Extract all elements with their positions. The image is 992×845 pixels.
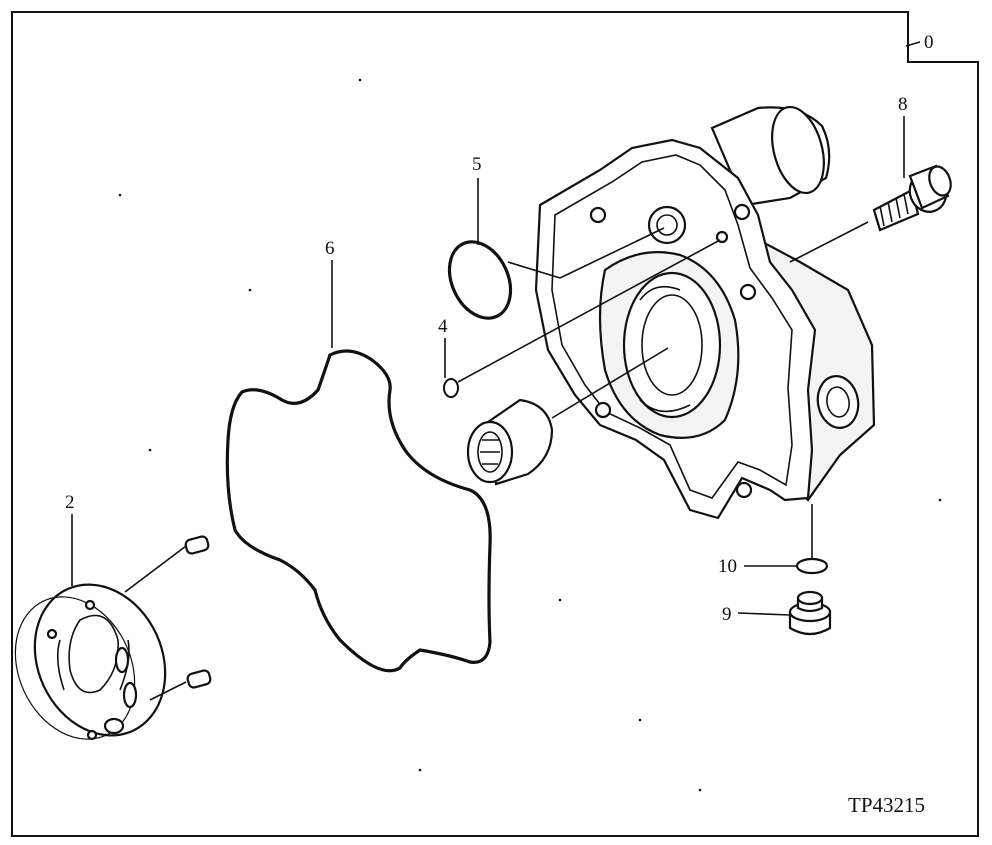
callout-9: 9 bbox=[722, 604, 732, 625]
callout-0: 0 bbox=[924, 32, 934, 53]
scan-specks bbox=[118, 78, 942, 792]
callout-5: 5 bbox=[472, 154, 482, 175]
dowel-pin-lower bbox=[186, 669, 212, 689]
callout-10: 10 bbox=[718, 556, 737, 577]
bolt-part bbox=[872, 164, 952, 232]
plug-part bbox=[788, 590, 832, 636]
gasket-part bbox=[225, 349, 492, 673]
bushing-part bbox=[466, 398, 554, 486]
small-o-ring-part bbox=[443, 378, 459, 398]
reference-code: TP43215 bbox=[848, 793, 925, 817]
valve-plate-part bbox=[14, 583, 167, 741]
pump-housing bbox=[534, 105, 876, 520]
diagram-frame bbox=[11, 11, 979, 837]
dowel-pin-upper bbox=[184, 535, 210, 555]
o-ring-part bbox=[447, 240, 513, 320]
callout-2: 2 bbox=[65, 492, 75, 513]
callout-4: 4 bbox=[438, 316, 448, 337]
leader-lines bbox=[71, 41, 921, 701]
callout-6: 6 bbox=[325, 238, 335, 259]
callout-8: 8 bbox=[898, 94, 908, 115]
washer-part bbox=[795, 557, 829, 575]
